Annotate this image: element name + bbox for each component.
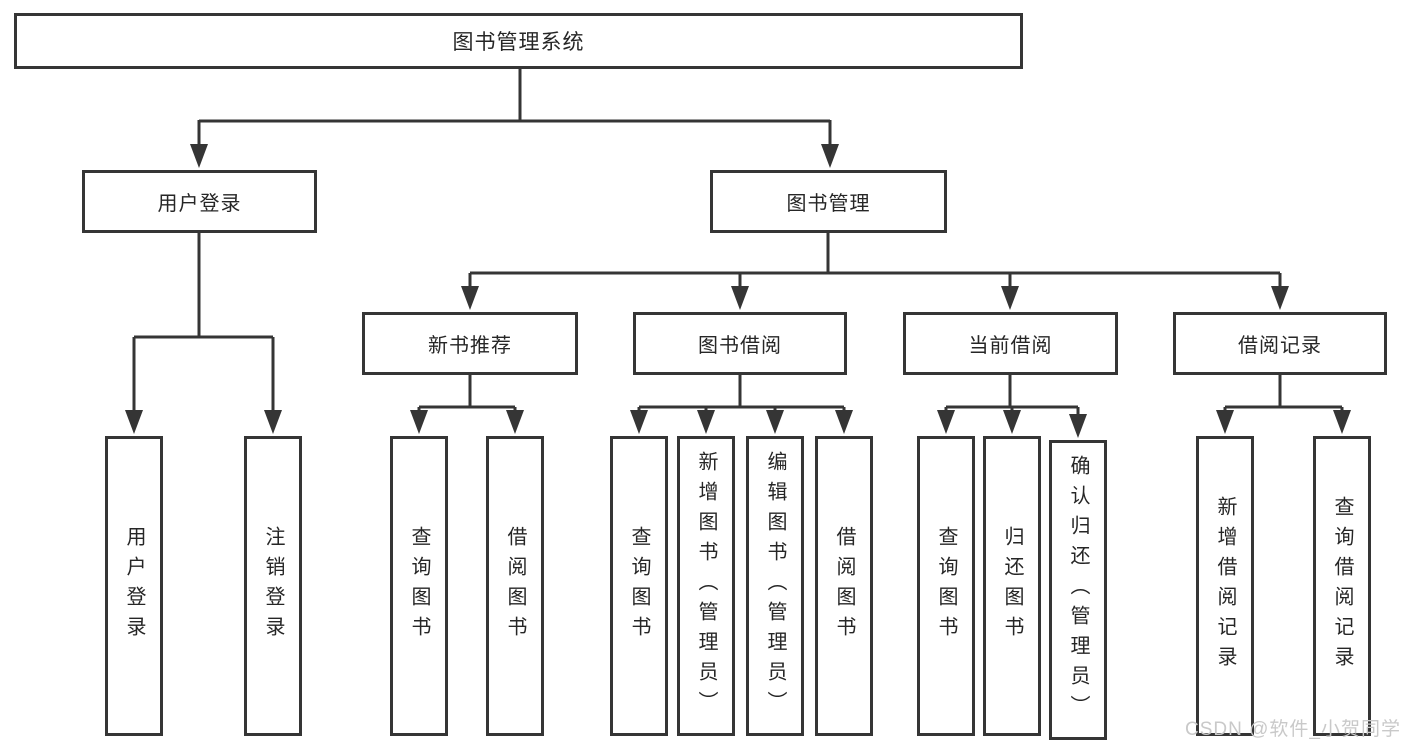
leaf-borrow-books-2: 借阅图书 xyxy=(815,436,873,736)
leaf-query-books-2: 查询图书 xyxy=(610,436,668,736)
leaf-label: 新增图书（管理员） xyxy=(695,451,717,721)
node-borrow-records: 借阅记录 xyxy=(1173,312,1387,375)
leaf-label: 查询图书 xyxy=(628,526,650,646)
leaf-label: 新增借阅记录 xyxy=(1214,496,1236,676)
leaf-edit-book-admin: 编辑图书（管理员） xyxy=(746,436,804,736)
watermark: CSDN @软件_小贺同学 xyxy=(1185,719,1401,740)
leaf-add-book-admin: 新增图书（管理员） xyxy=(677,436,735,736)
leaf-add-borrow-record: 新增借阅记录 xyxy=(1196,436,1254,736)
leaf-query-borrow-record: 查询借阅记录 xyxy=(1313,436,1371,736)
leaf-user-login: 用户登录 xyxy=(105,436,163,736)
leaf-label: 查询借阅记录 xyxy=(1331,496,1353,676)
leaf-logout: 注销登录 xyxy=(244,436,302,736)
leaf-label: 借阅图书 xyxy=(833,526,855,646)
node-book-borrow: 图书借阅 xyxy=(633,312,847,375)
leaf-query-books-1: 查询图书 xyxy=(390,436,448,736)
leaf-label: 用户登录 xyxy=(123,526,145,646)
leaf-label: 归还图书 xyxy=(1001,526,1023,646)
node-new-book-recommend: 新书推荐 xyxy=(362,312,578,375)
leaf-label: 编辑图书（管理员） xyxy=(764,451,786,721)
node-book-management: 图书管理 xyxy=(710,170,947,233)
leaf-query-books-3: 查询图书 xyxy=(917,436,975,736)
leaf-label: 查询图书 xyxy=(408,526,430,646)
node-library-system: 图书管理系统 xyxy=(14,13,1023,69)
leaf-confirm-return-admin: 确认归还（管理员） xyxy=(1049,440,1107,740)
node-current-borrow: 当前借阅 xyxy=(903,312,1118,375)
arrowheads xyxy=(125,144,1351,438)
leaf-label: 注销登录 xyxy=(262,526,284,646)
leaf-label: 查询图书 xyxy=(935,526,957,646)
leaf-label: 借阅图书 xyxy=(504,526,526,646)
node-user-login: 用户登录 xyxy=(82,170,317,233)
leaf-label: 确认归还（管理员） xyxy=(1067,455,1089,725)
leaf-borrow-books-1: 借阅图书 xyxy=(486,436,544,736)
leaf-return-book: 归还图书 xyxy=(983,436,1041,736)
